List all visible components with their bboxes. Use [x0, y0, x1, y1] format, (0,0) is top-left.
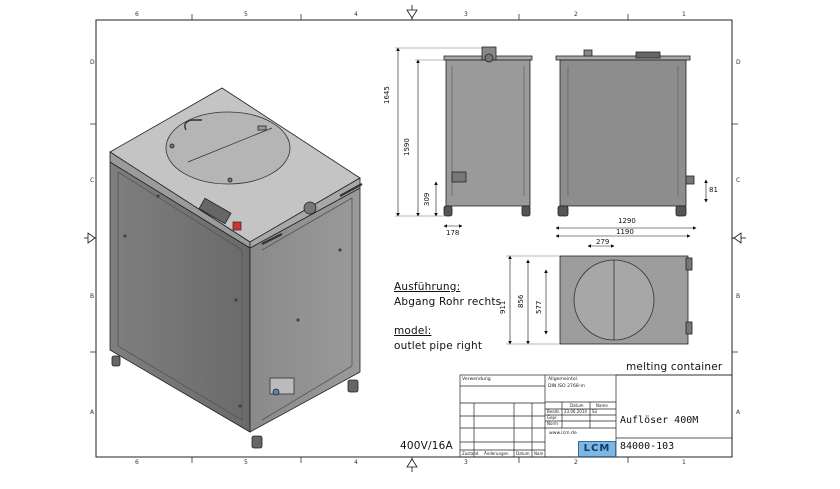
- grid-row-label: B: [736, 293, 741, 300]
- grid-row-label: B: [90, 293, 95, 300]
- dim-lid-depth: 577: [535, 300, 543, 314]
- tb-allgemeintol: Allgemeintol.: [548, 377, 579, 382]
- tb-name2: Nam: [534, 451, 544, 456]
- grid-col-label: 2: [574, 11, 578, 18]
- dim-side-offset: 81: [709, 186, 718, 194]
- dim-depth-body: 856: [517, 294, 525, 308]
- grid-col-label: 6: [135, 459, 139, 466]
- grid-row-label: C: [736, 177, 741, 184]
- tb-bearb: Bearb.: [547, 409, 561, 414]
- dim-width-body: 1190: [616, 228, 634, 236]
- note-model-text: outlet pipe right: [394, 340, 483, 352]
- tb-bearb-date: 23.06.2014: [564, 409, 587, 414]
- tb-datum2: Datum: [516, 451, 530, 456]
- grid-row-label: A: [736, 409, 741, 416]
- grid-col-label: 6: [135, 11, 139, 18]
- dim-depth-outlet: 178: [446, 229, 460, 237]
- tb-title: Auflöser 400M: [620, 415, 699, 426]
- grid-row-label: D: [736, 59, 741, 66]
- side-view: [555, 49, 695, 217]
- dim-height-total: 1645: [383, 86, 391, 104]
- tb-norm: Norm: [547, 421, 558, 426]
- grid-col-label: 4: [354, 459, 358, 466]
- grid-col-label: 1: [682, 11, 686, 18]
- top-view-dimensions: [506, 244, 615, 345]
- tb-verwendung: Verwendung: [462, 377, 491, 382]
- tb-name: Name: [596, 403, 608, 408]
- dim-lid-offset: 279: [596, 238, 610, 246]
- grid-row-label: A: [90, 409, 95, 416]
- grid-col-label: 2: [574, 459, 578, 466]
- note-model-label: model:: [394, 325, 432, 337]
- grid-col-label: 5: [244, 459, 248, 466]
- grid-col-label: 3: [464, 459, 468, 466]
- tb-gepr: Gepr.: [547, 415, 558, 420]
- dim-height-body: 1590: [403, 138, 411, 156]
- front-view-dimensions: [395, 47, 482, 228]
- dim-height-outlet: 309: [423, 192, 431, 206]
- lcm-logo: LCM: [578, 441, 616, 457]
- note-ausfuehrung-label: Ausführung:: [394, 281, 461, 293]
- grid-col-label: 4: [354, 11, 358, 18]
- grid-row-label: C: [90, 177, 95, 184]
- tb-bearb-name: Sü: [592, 409, 598, 414]
- grid-row-label: D: [90, 59, 95, 66]
- tb-zustand: Zustand: [462, 451, 479, 456]
- top-view: [559, 255, 693, 345]
- grid-col-label: 3: [464, 11, 468, 18]
- note-voltage: 400V/16A: [400, 440, 453, 452]
- note-ausfuehrung-text: Abgang Rohr rechts: [394, 296, 502, 308]
- tb-datum: Datum: [570, 403, 584, 408]
- tb-aenderungen: Änderungen: [484, 451, 509, 456]
- dim-width-total: 1290: [618, 217, 636, 225]
- tb-website: www.lcm.de: [549, 431, 577, 436]
- side-view-dimensions: [555, 179, 708, 238]
- front-view: [443, 46, 533, 217]
- sheet-frame: [95, 19, 733, 458]
- centering-marks: [84, 5, 746, 472]
- tb-drawing-number: 84000-103: [620, 441, 675, 452]
- grid-col-label: 5: [244, 11, 248, 18]
- tb-din: DIN ISO 2768-m: [548, 384, 585, 389]
- isometric-view: [109, 87, 363, 449]
- grid-col-label: 1: [682, 459, 686, 466]
- caption-melting-container: melting container: [626, 361, 723, 373]
- title-block-grid: [459, 374, 733, 458]
